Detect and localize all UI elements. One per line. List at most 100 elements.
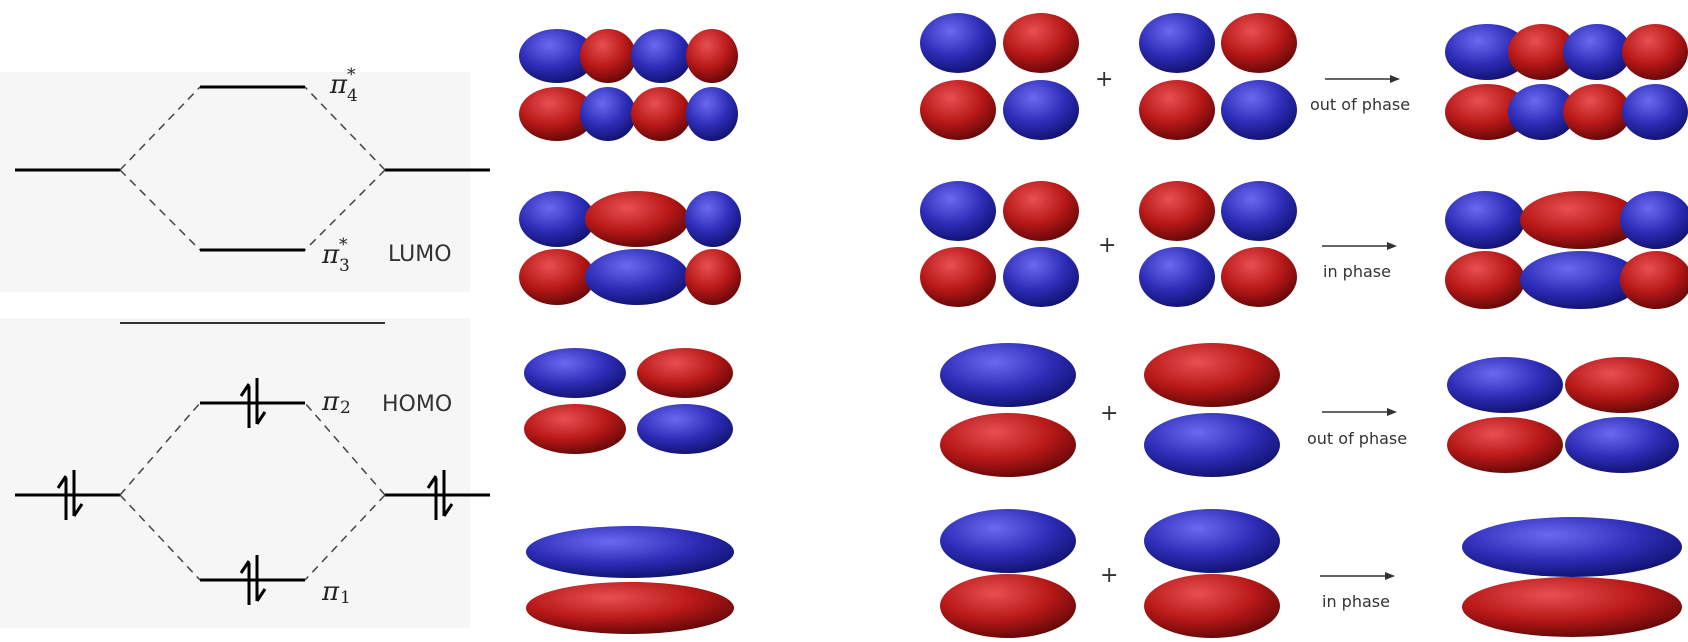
red-lobe — [920, 80, 996, 140]
upper-panel-background — [0, 72, 470, 292]
blue-lobe — [1144, 509, 1280, 573]
plus-sign: + — [1100, 401, 1118, 426]
label-pi1: π 1 — [321, 577, 351, 608]
blue-lobe — [920, 181, 996, 241]
svg-text:π: π — [321, 577, 340, 607]
red-lobe — [1003, 13, 1079, 73]
relation-label: in phase — [1322, 592, 1390, 611]
blue-lobe — [519, 29, 595, 83]
svg-text:*: * — [347, 65, 356, 85]
blue-lobe — [585, 249, 689, 305]
blue-lobe — [1565, 417, 1679, 473]
electron-pair-left-atom — [56, 470, 84, 520]
electron-pair-right-atom — [426, 470, 454, 520]
red-lobe — [1445, 84, 1529, 140]
blue-lobe — [1139, 13, 1215, 73]
red-lobe — [1144, 574, 1280, 638]
blue-lobe — [631, 29, 691, 83]
red-lobe — [1622, 24, 1688, 80]
plus-sign: + — [1095, 67, 1113, 92]
svg-text:π: π — [329, 70, 348, 100]
red-lobe — [1563, 84, 1631, 140]
red-lobe — [1221, 13, 1297, 73]
blue-lobe — [1221, 181, 1297, 241]
relation-label: out of phase — [1307, 429, 1407, 448]
blue-lobe — [1620, 191, 1688, 249]
red-lobe — [1139, 181, 1215, 241]
red-lobe — [1144, 343, 1280, 407]
blue-lobe — [1508, 84, 1576, 140]
blue-lobe — [1144, 413, 1280, 477]
svg-text:2: 2 — [340, 398, 351, 418]
label-pi4-star: π 4 * — [329, 65, 358, 106]
red-lobe — [1139, 80, 1215, 140]
svg-text:π: π — [321, 387, 340, 417]
blue-lobe — [1139, 247, 1215, 307]
combination-row-4: + in phase — [1100, 563, 1395, 611]
red-lobe — [940, 413, 1076, 477]
blue-lobe — [686, 87, 738, 141]
blue-lobe — [1462, 517, 1682, 577]
red-lobe — [1447, 417, 1563, 473]
arrow-head — [1387, 408, 1397, 416]
combination-row-1: + out of phase — [1095, 67, 1410, 114]
red-lobe — [580, 29, 636, 83]
relation-label: in phase — [1323, 262, 1391, 281]
red-lobe — [1003, 181, 1079, 241]
red-lobe — [1520, 191, 1640, 249]
energy-level-diagram: π 4 * π 3 * LUMO π 2 HOMO π 1 — [0, 65, 490, 628]
blue-lobe — [1003, 247, 1079, 307]
blue-lobe — [1563, 24, 1631, 80]
blue-lobe — [940, 343, 1076, 407]
plus-sign: + — [1098, 233, 1116, 258]
blue-lobe — [1445, 191, 1525, 249]
red-lobe — [940, 574, 1076, 638]
red-lobe — [686, 29, 738, 83]
arrow-head — [1385, 572, 1395, 580]
blue-lobe — [526, 526, 734, 578]
red-lobe — [1445, 251, 1525, 309]
svg-text:π: π — [321, 240, 340, 270]
svg-text:3: 3 — [339, 256, 350, 276]
red-lobe — [1221, 247, 1297, 307]
blue-lobe — [637, 404, 733, 454]
red-lobe — [1565, 357, 1679, 413]
red-lobe — [585, 191, 689, 247]
red-lobe — [519, 87, 595, 141]
red-lobe — [1462, 577, 1682, 637]
relation-label: out of phase — [1310, 95, 1410, 114]
blue-lobe — [519, 191, 595, 247]
blue-lobe — [580, 87, 636, 141]
svg-text:4: 4 — [347, 86, 358, 106]
red-lobe — [631, 87, 691, 141]
blue-lobe — [1003, 80, 1079, 140]
blue-lobe — [1445, 24, 1529, 80]
red-lobe — [685, 249, 741, 305]
lumo-tag: LUMO — [388, 242, 452, 267]
blue-lobe — [940, 509, 1076, 573]
label-pi3-star: π 3 * LUMO — [321, 235, 452, 276]
red-lobe — [1620, 251, 1688, 309]
svg-text:*: * — [339, 235, 348, 255]
red-lobe — [637, 348, 733, 398]
blue-lobe — [524, 348, 626, 398]
arrow-head — [1387, 242, 1397, 250]
blue-lobe — [1221, 80, 1297, 140]
homo-tag: HOMO — [382, 392, 452, 417]
combination-row-2: + in phase — [1098, 233, 1397, 281]
blue-lobe — [920, 13, 996, 73]
red-lobe — [524, 404, 626, 454]
red-lobe — [526, 582, 734, 634]
lower-panel-background — [0, 318, 470, 628]
correlation-lines — [119, 86, 386, 581]
red-lobe — [1508, 24, 1576, 80]
plus-sign: + — [1100, 563, 1118, 588]
combination-row-3: + out of phase — [1100, 401, 1407, 448]
label-pi2: π 2 HOMO — [321, 387, 452, 418]
svg-text:1: 1 — [340, 588, 351, 608]
blue-lobe — [1622, 84, 1688, 140]
red-lobe — [920, 247, 996, 307]
electron-pair-pi2 — [239, 378, 267, 428]
blue-lobe — [1447, 357, 1563, 413]
